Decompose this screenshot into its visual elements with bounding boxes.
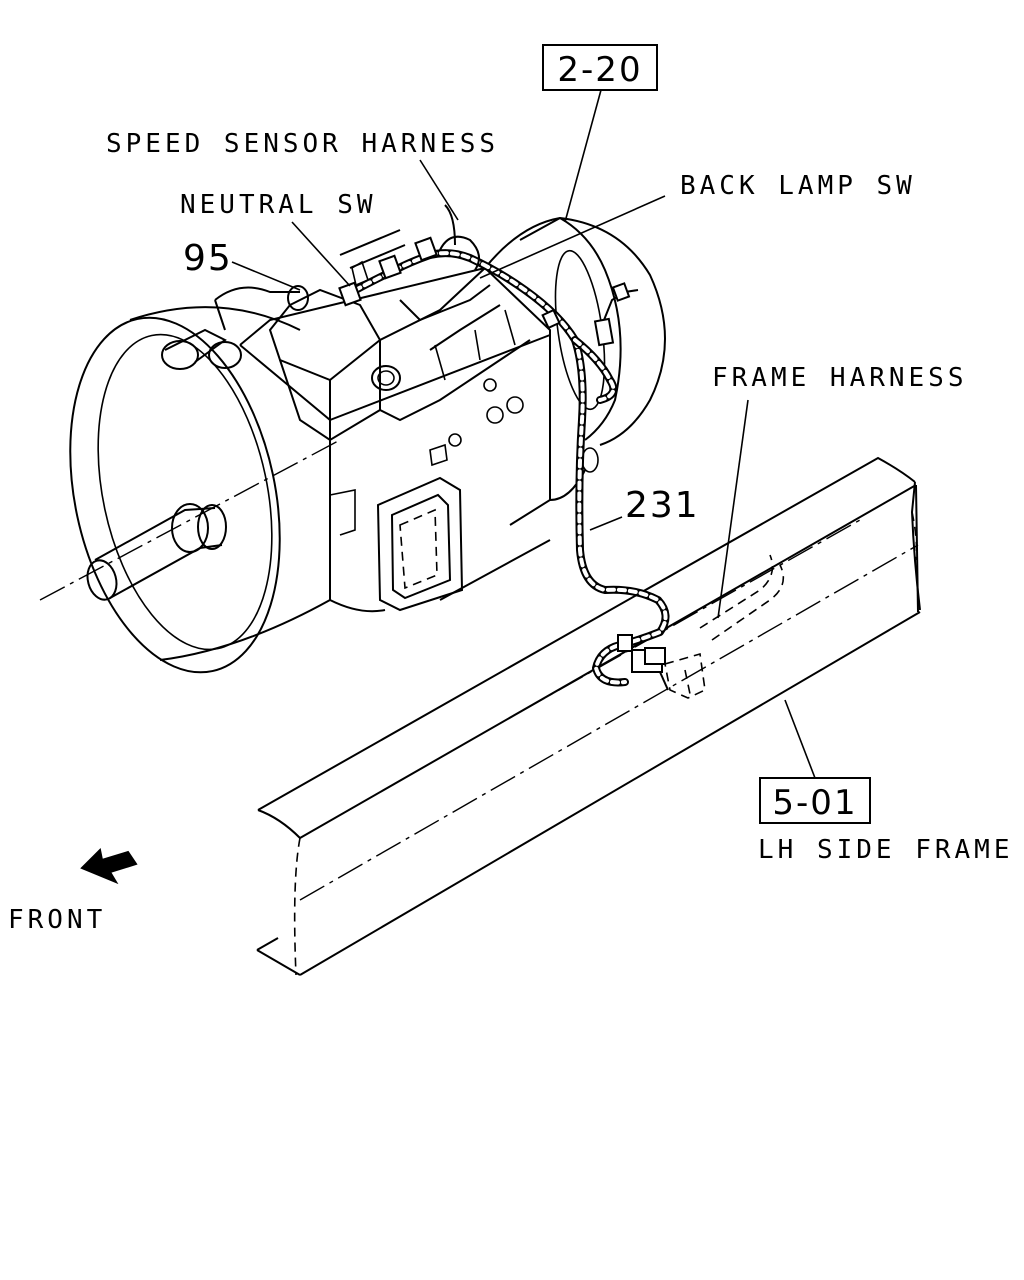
- label-neutral-sw: NEUTRAL SW: [180, 190, 377, 220]
- connectors: [338, 236, 669, 691]
- ref-box-5-01: 5-01: [759, 777, 871, 824]
- label-speed-sensor-harness: SPEED SENSOR HARNESS: [106, 129, 499, 159]
- label-back-lamp-sw: BACK LAMP SW: [680, 171, 916, 201]
- ref-5-01-label: 5-01: [772, 783, 857, 823]
- part-number-95: 95: [183, 238, 233, 279]
- lh-side-frame-rail: [256, 456, 921, 976]
- ref-box-2-20: 2-20: [542, 44, 658, 91]
- ref-2-20-label: 2-20: [557, 50, 642, 90]
- front-arrow-icon: [80, 847, 138, 885]
- leader-lines: [231, 89, 816, 779]
- harness-231: [348, 204, 670, 687]
- transmission-assembly: [39, 216, 666, 674]
- label-frame-harness: FRAME HARNESS: [712, 363, 968, 393]
- part-number-231: 231: [625, 485, 700, 526]
- label-lh-side-frame: LH SIDE FRAME: [758, 835, 1014, 865]
- label-front: FRONT: [8, 905, 106, 935]
